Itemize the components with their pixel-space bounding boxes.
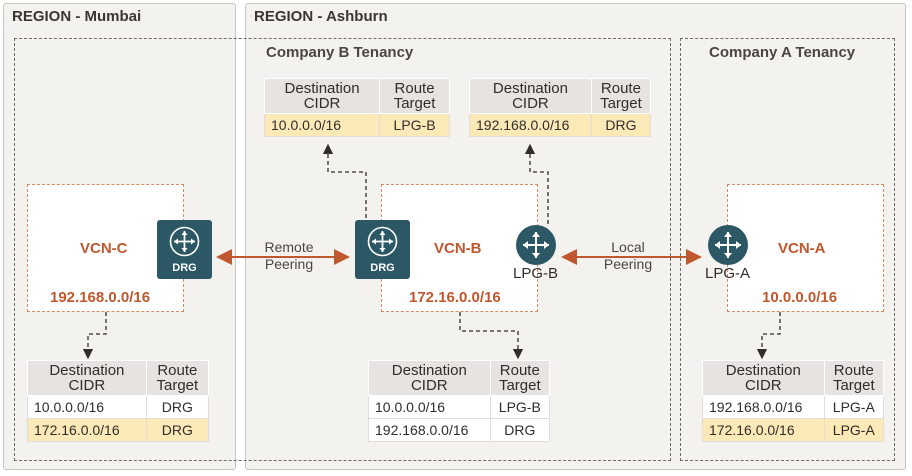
lpg-a-label: LPG-A xyxy=(705,265,751,282)
drg-label: DRG xyxy=(370,262,395,274)
vcn-b-name: VCN-B xyxy=(434,240,482,257)
lpg-b-icon xyxy=(515,224,557,271)
tenancy-company-b-title: Company B Tenancy xyxy=(266,44,414,61)
table-row: 172.16.0.0/16 DRG xyxy=(27,418,210,442)
table-row: 192.168.0.0/16 LPG-A xyxy=(702,395,885,419)
vcn-a-name: VCN-A xyxy=(778,240,826,257)
drg-b-table-link xyxy=(322,143,367,218)
tenancy-company-a-title: Company A Tenancy xyxy=(709,44,856,61)
drg-label: DRG xyxy=(172,262,197,274)
vcn-c-name: VCN-C xyxy=(80,240,128,257)
remote-peering-label: Remote Peering xyxy=(264,239,314,272)
router-icon xyxy=(169,226,200,257)
drg-icon-vcn-b: DRG xyxy=(355,220,410,279)
table-row: 192.168.0.0/16 DRG xyxy=(469,113,652,137)
lpg-b-table-link xyxy=(524,143,549,224)
router-icon xyxy=(367,226,398,257)
region-mumbai-title: REGION - Mumbai xyxy=(12,8,142,25)
vcn-a-cidr: 10.0.0.0/16 xyxy=(762,289,838,306)
lpg-b-label: LPG-B xyxy=(513,265,559,282)
lpg-a-icon xyxy=(707,224,749,271)
local-peering-label: Local Peering xyxy=(603,239,653,272)
vcn-c-table-link xyxy=(82,312,107,360)
vcn-b-cidr: 172.16.0.0/16 xyxy=(409,289,501,306)
table-row: 10.0.0.0/16 LPG-B xyxy=(263,113,450,137)
drg-icon-vcn-c: DRG xyxy=(157,220,212,279)
vcn-a-box xyxy=(727,184,884,312)
table-row: 10.0.0.0/16 DRG xyxy=(27,395,210,419)
vcn-c-cidr: 192.168.0.0/16 xyxy=(50,289,151,306)
region-ashburn-title: REGION - Ashburn xyxy=(254,8,388,25)
table-row: 172.16.0.0/16 LPG-A xyxy=(702,418,885,442)
vcn-a-table-link xyxy=(756,312,781,360)
table-row: 10.0.0.0/16 LPG-B xyxy=(368,395,551,419)
table-row: 192.168.0.0/16 DRG xyxy=(368,418,551,442)
vcn-b-table-link xyxy=(459,312,524,360)
